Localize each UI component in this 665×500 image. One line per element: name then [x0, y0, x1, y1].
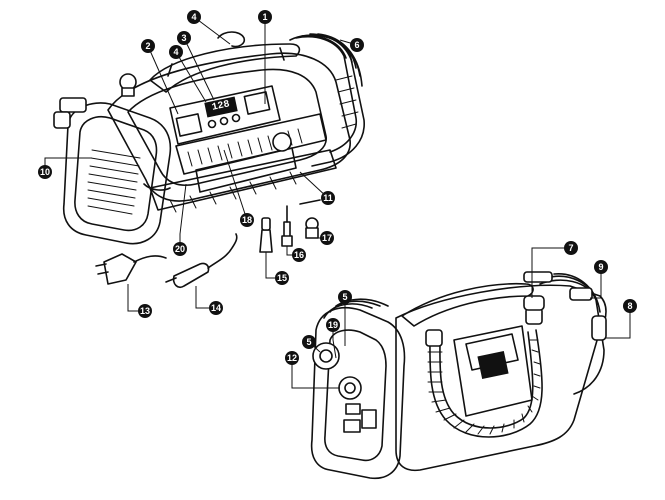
- front-view-unit: 128: [53, 31, 365, 245]
- svg-text:6: 6: [354, 40, 359, 50]
- callout-4: 4: [187, 10, 201, 24]
- callout-8: 8: [623, 299, 637, 313]
- svg-text:18: 18: [242, 215, 252, 225]
- callout-15: 15: [275, 271, 289, 285]
- callout-16: 16: [292, 248, 306, 262]
- svg-text:10: 10: [40, 167, 50, 177]
- adapter-nozzles: [259, 199, 321, 253]
- svg-text:9: 9: [598, 262, 603, 272]
- ac-power-cord: [95, 253, 167, 285]
- callout-13: 13: [138, 304, 152, 318]
- callout-10: 10: [38, 165, 52, 179]
- svg-text:4: 4: [173, 47, 178, 57]
- svg-text:2: 2: [145, 41, 150, 51]
- svg-text:4: 4: [191, 12, 196, 22]
- svg-text:12: 12: [287, 353, 297, 363]
- callout-18: 18: [240, 213, 254, 227]
- callout-19: 19: [326, 318, 340, 332]
- callout-20: 20: [173, 242, 187, 256]
- svg-text:15: 15: [277, 273, 287, 283]
- display-readout: 128: [211, 99, 231, 114]
- svg-text:1: 1: [262, 12, 267, 22]
- rear-view-unit: [310, 271, 607, 480]
- svg-text:14: 14: [211, 303, 221, 313]
- svg-text:5: 5: [342, 292, 347, 302]
- callout-3: 3: [177, 31, 191, 45]
- callout-14: 14: [209, 301, 223, 315]
- callout-2: 2: [141, 39, 155, 53]
- callout-1: 1: [258, 10, 272, 24]
- svg-text:16: 16: [294, 250, 304, 260]
- svg-text:3: 3: [181, 33, 186, 43]
- callout-17: 17: [320, 231, 334, 245]
- callout-6: 6: [350, 38, 364, 52]
- svg-text:8: 8: [627, 301, 632, 311]
- svg-text:17: 17: [322, 233, 332, 243]
- callout-9: 9: [594, 260, 608, 274]
- dc-car-plug: [165, 233, 238, 289]
- callout-12: 12: [285, 351, 299, 365]
- svg-text:11: 11: [323, 193, 333, 203]
- callout-7: 7: [564, 241, 578, 255]
- callout-4-second: 4: [169, 45, 183, 59]
- svg-text:5: 5: [306, 337, 311, 347]
- callout-5: 5: [338, 290, 352, 304]
- svg-text:7: 7: [568, 243, 573, 253]
- svg-text:20: 20: [175, 244, 185, 254]
- callout-5-second: 5: [302, 335, 316, 349]
- svg-text:19: 19: [328, 320, 338, 330]
- callout-11: 11: [321, 191, 335, 205]
- svg-text:13: 13: [140, 306, 150, 316]
